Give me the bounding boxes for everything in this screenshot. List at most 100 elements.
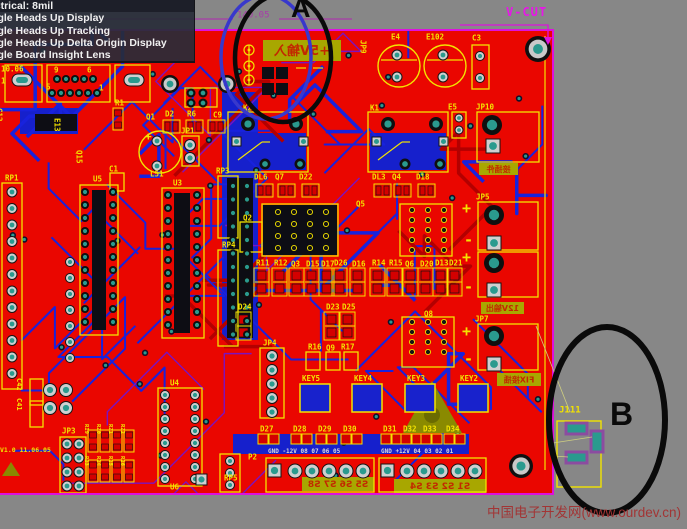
j111-pad [564, 421, 589, 436]
svg-text:12V输出: 12V输出 [486, 303, 519, 313]
svg-text:Q4: Q4 [392, 173, 402, 182]
svg-text:JP3: JP3 [62, 427, 76, 436]
svg-text:C12: C12 [0, 108, 3, 122]
board-outline [0, 29, 554, 495]
svg-text:D23: D23 [326, 303, 340, 312]
vcut-arrowhead [544, 37, 552, 45]
svg-text:RP1: RP1 [5, 174, 19, 183]
svg-text:JP9: JP9 [358, 40, 367, 54]
svg-text:U6: U6 [170, 483, 180, 492]
svg-text:R14: R14 [372, 259, 386, 268]
svg-text:E5: E5 [448, 103, 457, 112]
svg-text:R23: R23 [83, 456, 89, 466]
svg-text:JP10: JP10 [476, 103, 495, 112]
svg-text:+: + [462, 248, 471, 266]
svg-text:D31: D31 [383, 425, 397, 434]
svg-text:C9: C9 [213, 111, 223, 120]
svg-text:D28: D28 [293, 425, 307, 434]
menu-status-electrical: Electrical: 8mil [0, 0, 194, 13]
svg-text:E13: E13 [52, 118, 61, 132]
svg-text:KEY3: KEY3 [407, 374, 426, 383]
j111-pad [589, 429, 605, 454]
svg-text:Q3: Q3 [291, 260, 301, 269]
svg-text:R12: R12 [274, 259, 288, 268]
svg-text:K1: K1 [370, 104, 380, 113]
key-button [351, 383, 383, 413]
svg-text:C3: C3 [472, 34, 482, 43]
svg-text:R20: R20 [95, 424, 101, 434]
svg-text:JP5: JP5 [476, 193, 490, 202]
svg-text:D27: D27 [260, 425, 274, 434]
svg-text:V1.0 11.06.05: V1.0 11.06.05 [0, 446, 51, 454]
svg-text:+: + [145, 130, 152, 143]
svg-text:R6: R6 [187, 110, 197, 119]
svg-text:U4: U4 [170, 379, 180, 388]
svg-text:R15: R15 [389, 259, 403, 268]
svg-text:R16: R16 [308, 343, 322, 352]
svg-text:R1: R1 [115, 99, 125, 108]
watermark-text: 中国电子开发网(www.ourdev.cn) [487, 505, 682, 520]
svg-text:1: 1 [99, 84, 104, 93]
svg-text:R26: R26 [119, 456, 125, 467]
svg-text:P2: P2 [248, 453, 257, 462]
board-insight-menu: Electrical: 8mil Toggle Heads Up Display… [0, 0, 195, 64]
svg-text:1: 1 [1, 77, 6, 86]
svg-text:U5: U5 [93, 175, 102, 184]
svg-text:-: - [464, 350, 473, 368]
svg-text:R11: R11 [256, 259, 270, 268]
annotation-ellipse [232, 0, 334, 125]
dimension-value: 140.05 [237, 11, 270, 21]
svg-text:C41: C41 [15, 398, 23, 411]
svg-text:10.06: 10.06 [1, 65, 24, 74]
menu-item-toggle-insight-lens[interactable]: Toggle Board Insight Lens [0, 49, 111, 62]
vcut-label: V-CUT [506, 5, 548, 19]
svg-text:接插件: 接插件 [487, 164, 511, 174]
menu-item-toggle-heads-up-tracking[interactable]: Toggle Heads Up Tracking [0, 24, 111, 37]
svg-text:D32: D32 [403, 425, 417, 434]
svg-text:D15: D15 [306, 260, 320, 269]
svg-text:K2: K2 [243, 104, 252, 113]
menu-item-toggle-delta-origin[interactable]: Toggle Heads Up Delta Origin Display [0, 36, 167, 49]
svg-text:D13: D13 [435, 259, 449, 268]
svg-text:D25: D25 [342, 303, 356, 312]
svg-text:GND -12V 08 07 06 05: GND -12V 08 07 06 05 [268, 448, 341, 455]
svg-text:L51: L51 [150, 170, 164, 179]
svg-text:KEY4: KEY4 [354, 374, 373, 383]
svg-text:C42: C42 [15, 378, 23, 391]
svg-text:D33: D33 [423, 425, 437, 434]
svg-text:9: 9 [54, 66, 59, 75]
svg-text:-: - [464, 231, 473, 249]
svg-text:D16: D16 [352, 260, 366, 269]
svg-text:Q9: Q9 [326, 344, 336, 353]
svg-text:D29: D29 [318, 425, 332, 434]
svg-text:E4: E4 [391, 33, 401, 42]
svg-text:JP7: JP7 [475, 315, 489, 324]
svg-text:5: 5 [46, 83, 51, 92]
svg-text:D34: D34 [446, 425, 460, 434]
annotation-ellipse [546, 324, 668, 516]
ratsnest-line [535, 325, 571, 413]
key-button [404, 383, 436, 413]
svg-text:R19: R19 [83, 424, 89, 434]
svg-text:RP3: RP3 [216, 167, 230, 176]
j111-pad [564, 450, 589, 465]
svg-text:GND +12V 04 03 02 01: GND +12V 04 03 02 01 [381, 448, 454, 455]
svg-text:D26: D26 [334, 259, 348, 268]
svg-text:Q8: Q8 [424, 310, 434, 319]
svg-text:Q5: Q5 [356, 200, 365, 209]
svg-text:RP4: RP4 [222, 241, 236, 250]
svg-text:D20: D20 [420, 260, 434, 269]
key-button [299, 383, 331, 413]
svg-text:C1: C1 [109, 165, 119, 174]
svg-text:Q15: Q15 [74, 150, 83, 164]
menu-item-toggle-heads-up-display[interactable]: Toggle Heads Up Display [0, 12, 105, 25]
svg-text:JP4: JP4 [263, 339, 277, 348]
ratsnest-line [552, 436, 593, 444]
svg-text:D17: D17 [321, 260, 335, 269]
svg-text:D2: D2 [165, 110, 174, 119]
svg-text:Q2: Q2 [243, 214, 252, 223]
svg-text:D30: D30 [343, 425, 357, 434]
svg-text:R25: R25 [107, 456, 113, 466]
